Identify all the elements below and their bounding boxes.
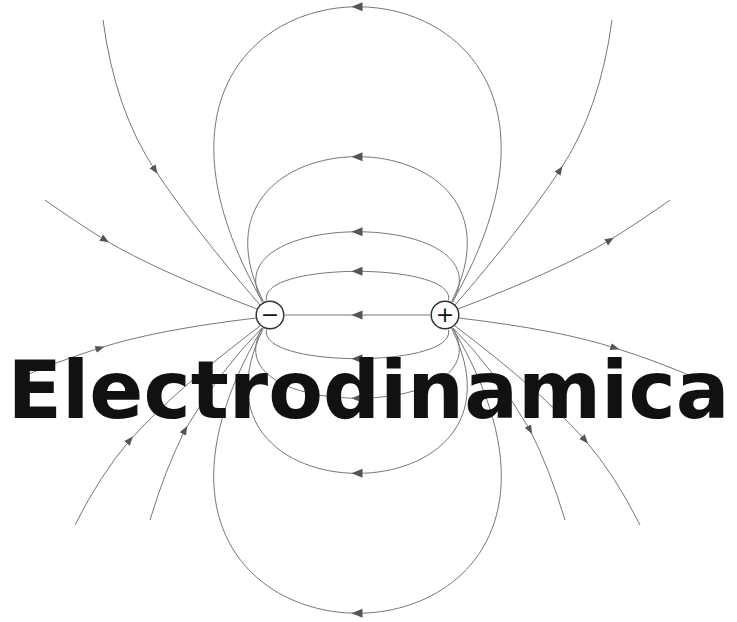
field-line-connector [248, 152, 468, 301]
arrowhead [352, 469, 363, 478]
arrowhead [352, 267, 363, 276]
field-line [455, 20, 612, 305]
arrowhead [352, 311, 363, 320]
field-line [45, 200, 257, 309]
field-line-connector [285, 311, 430, 320]
field-line-connector [256, 227, 460, 302]
field-line [458, 200, 670, 309]
field-line-connector [266, 267, 448, 301]
arrowhead [352, 609, 363, 618]
field-line [103, 20, 260, 305]
charge-sign: + [430, 300, 460, 330]
arrowhead [352, 2, 363, 11]
charge-sign: − [255, 300, 285, 330]
field-line-connector [214, 2, 501, 302]
charge-circle: − [255, 300, 285, 330]
charge-circle: + [430, 300, 460, 330]
title-text: Electrodinamica [0, 351, 737, 431]
arrowhead [352, 152, 363, 161]
arrowhead [352, 227, 363, 236]
